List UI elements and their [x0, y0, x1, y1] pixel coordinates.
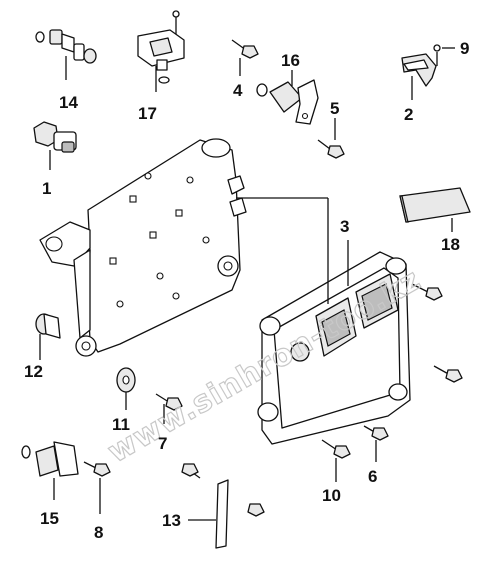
part-12-bushing: [35, 313, 61, 360]
callout-18: 18: [441, 235, 460, 254]
callout-3: 3: [340, 217, 349, 236]
callout-15: 15: [40, 509, 59, 528]
callout-labels: 14 1 17 4 16 5 2 9 3 18 12 11 7 6 10 15 …: [24, 39, 469, 542]
part-2-clip: [401, 53, 437, 100]
callout-8: 8: [94, 523, 103, 542]
part-11-spacer: [116, 367, 136, 410]
bolt-ecu-upper: [411, 283, 443, 301]
bolt-ecu-right: [433, 365, 463, 383]
part-3-ecu: [257, 251, 411, 445]
part-18-label: [399, 187, 471, 232]
callout-6: 6: [368, 467, 377, 486]
part-1-sensor: [33, 121, 77, 170]
callout-14: 14: [59, 93, 78, 112]
leader-lines-part-3: [236, 197, 349, 304]
part-14-sensor: [35, 29, 97, 80]
callout-9: 9: [460, 39, 469, 58]
part-16-sensor: [256, 70, 319, 125]
callout-5: 5: [330, 99, 339, 118]
callout-17: 17: [138, 104, 157, 123]
part-8-bolt: [83, 461, 111, 514]
callout-13: 13: [162, 511, 181, 530]
part-7-bolt: [155, 393, 183, 424]
part-6-bolt: [363, 425, 389, 462]
callout-1: 1: [42, 179, 51, 198]
mounting-bracket: [39, 138, 247, 357]
callout-11: 11: [112, 415, 130, 434]
callout-2: 2: [404, 105, 413, 124]
part-9-screw: [433, 44, 455, 66]
callout-10: 10: [322, 486, 341, 505]
part-13-strap: [181, 463, 265, 549]
part-5-bolt: [317, 118, 345, 159]
part-4-bolt: [231, 39, 259, 76]
callout-16: 16: [281, 51, 300, 70]
part-17-sensor: [137, 10, 185, 92]
callout-12: 12: [24, 362, 43, 381]
part-15-sensor: [21, 441, 79, 500]
callout-7: 7: [158, 434, 167, 453]
part-10-bolt: [321, 439, 351, 482]
callout-4: 4: [233, 81, 243, 100]
